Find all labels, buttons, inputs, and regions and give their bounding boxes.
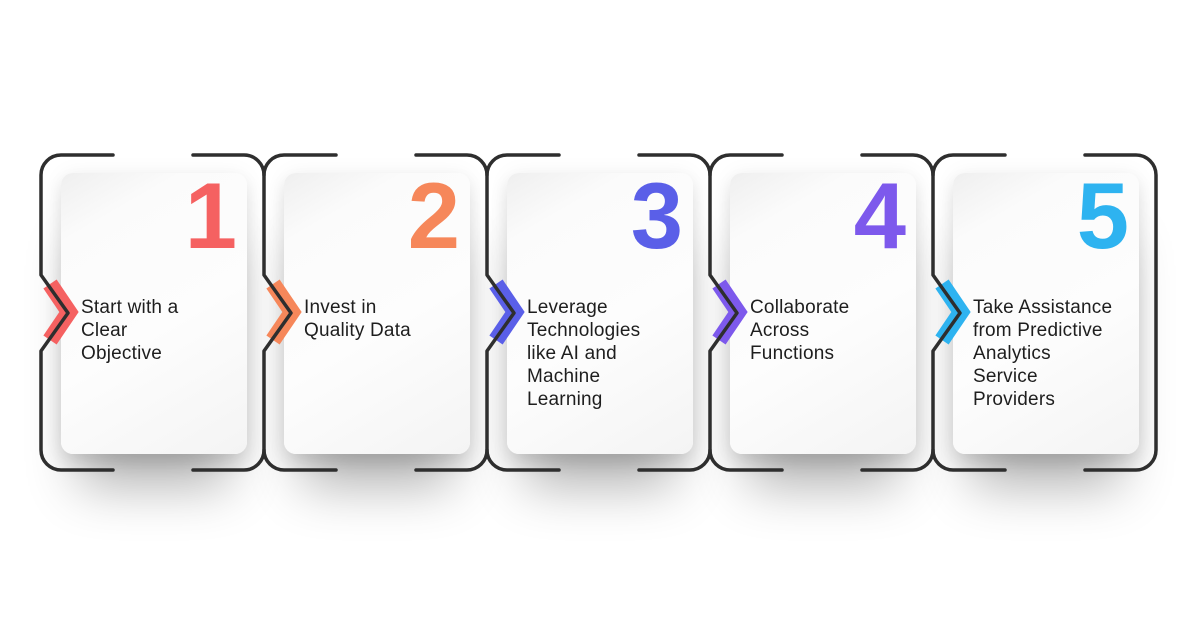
step-label-line: Clear [81, 320, 128, 341]
step-number-5: 5 [1076, 163, 1129, 268]
step-label-line: Providers [973, 389, 1056, 410]
step-label-1: Start with a Clear Objective [81, 296, 241, 365]
step-label-3: Leverage Technologies like AI and Machin… [527, 296, 687, 411]
step-label-line: Objective [81, 343, 163, 364]
step-label-line: from Predictive [973, 320, 1103, 341]
step-panel-3: 3 Leverage Technologies like AI and Mach… [507, 169, 693, 454]
step-label-line: Collaborate [750, 297, 850, 318]
step-label-line: Take Assistance [973, 297, 1113, 318]
step-panel-1: 1 Start with a Clear Objective [61, 169, 247, 454]
step-label-2: Invest in Quality Data [304, 296, 464, 342]
step-label-4: Collaborate Across Functions [750, 296, 910, 365]
step-number-4: 4 [853, 163, 906, 268]
step-label-line: Quality Data [304, 320, 411, 341]
step-label-line: Machine [527, 366, 601, 387]
step-number-3: 3 [630, 163, 683, 268]
step-number-1: 1 [184, 163, 237, 268]
step-label-5: Take Assistance from Predictive Analytic… [973, 296, 1133, 411]
step-label-line: like AI and [527, 343, 617, 364]
step-label-line: Across [750, 320, 810, 341]
step-label-line: Start with a [81, 297, 179, 318]
step-label-line: Service [973, 366, 1038, 387]
step-number-2: 2 [407, 163, 460, 268]
step-panel-2: 2 Invest in Quality Data [284, 169, 470, 454]
step-label-line: Learning [527, 389, 603, 410]
step-label-line: Technologies [527, 320, 641, 341]
step-label-line: Leverage [527, 297, 608, 318]
step-label-line: Invest in [304, 297, 377, 318]
step-panel-4: 4 Collaborate Across Functions [730, 169, 916, 454]
step-label-line: Analytics [973, 343, 1051, 364]
step-panel-5: 5 Take Assistance from Predictive Analyt… [953, 169, 1139, 454]
step-label-line: Functions [750, 343, 835, 364]
